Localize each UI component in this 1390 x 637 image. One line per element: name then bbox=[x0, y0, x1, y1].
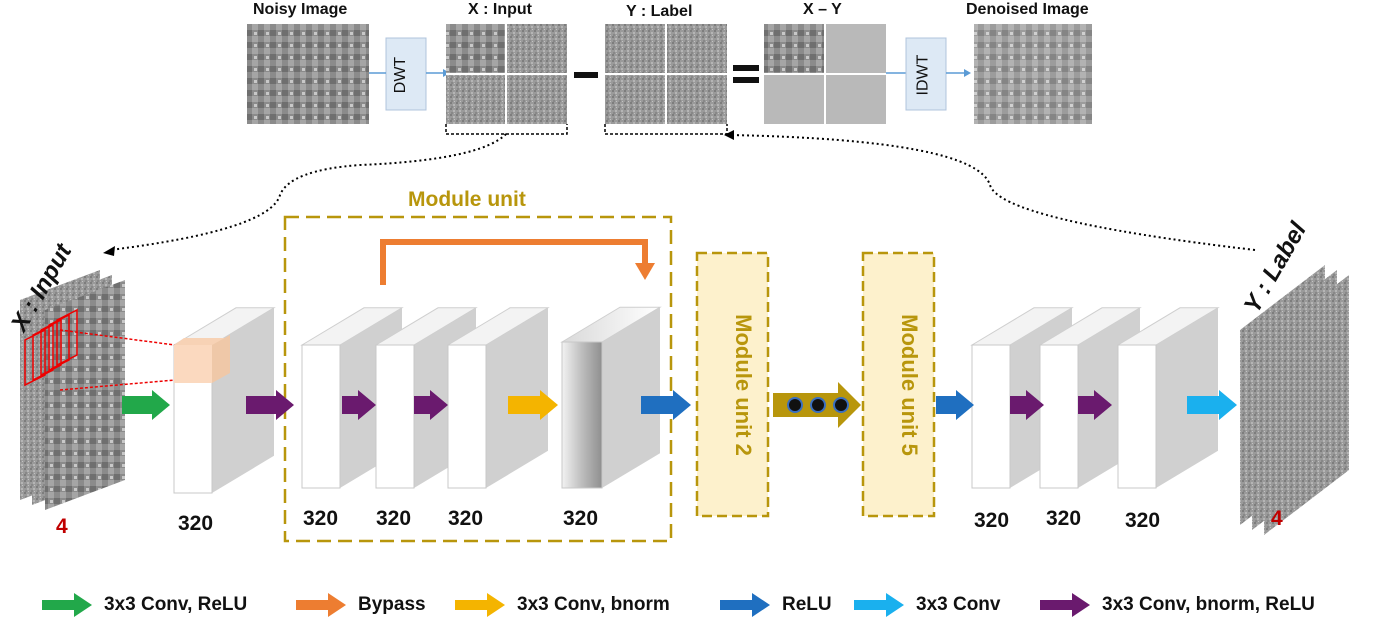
y-label-wavelet bbox=[605, 24, 727, 124]
flow-arrow bbox=[414, 390, 448, 420]
legend-label: ReLU bbox=[782, 594, 832, 615]
legend-arrow-icon bbox=[455, 593, 505, 617]
block-label: 320 bbox=[974, 509, 1010, 532]
legend-arrow-icon bbox=[42, 593, 92, 617]
module-unit-5-label: Module unit 5 bbox=[896, 314, 922, 456]
module-unit-5-box bbox=[861, 251, 936, 518]
legend-label: 3x3 Conv, bnorm bbox=[517, 594, 670, 615]
x-input-label: X : Input bbox=[468, 1, 532, 18]
feature-map-block bbox=[560, 306, 662, 489]
legend-arrow-icon bbox=[1040, 593, 1090, 617]
dwt-label: DWT bbox=[392, 56, 410, 94]
noisy-image-label: Noisy Image bbox=[253, 1, 348, 18]
legend-bypass: Bypass bbox=[296, 590, 426, 620]
block-label: 320 bbox=[178, 512, 214, 535]
receptive-field-patch bbox=[174, 335, 230, 383]
y-label-label: Y : Label bbox=[626, 3, 693, 20]
legend-conv: 3x3 Conv bbox=[854, 590, 1000, 620]
difference-label: X – Y bbox=[803, 1, 842, 18]
legend-arrow-icon bbox=[296, 593, 346, 617]
equals-sign bbox=[733, 65, 759, 83]
input-channel-count: 4 bbox=[56, 515, 68, 538]
legend-conv-bnorm: 3x3 Conv, bnorm bbox=[455, 590, 670, 620]
difference-wavelet bbox=[764, 24, 886, 124]
legend-label: 3x3 Conv bbox=[916, 594, 1001, 615]
block-label: 320 bbox=[303, 507, 339, 530]
minus-sign bbox=[574, 72, 598, 78]
dwt-box bbox=[385, 37, 427, 111]
flow-arrow bbox=[1078, 390, 1112, 420]
block-label: 320 bbox=[563, 507, 599, 530]
flow-arrow bbox=[1010, 390, 1044, 420]
module-unit-2-box bbox=[695, 251, 770, 518]
denoised-image bbox=[974, 24, 1092, 124]
block-label: 320 bbox=[1125, 509, 1161, 532]
flow-arrow bbox=[246, 390, 294, 420]
flow-arrow bbox=[936, 390, 974, 420]
module-unit-2-label: Module unit 2 bbox=[730, 314, 756, 456]
flow-arrow bbox=[122, 390, 170, 420]
feature-map-block bbox=[446, 307, 550, 489]
idwt-box bbox=[905, 37, 947, 111]
input-link-curve bbox=[109, 133, 507, 251]
flow-arrow bbox=[508, 390, 558, 420]
module-unit-box bbox=[283, 215, 673, 543]
legend-arrow-icon bbox=[854, 593, 904, 617]
legend-arrow-icon bbox=[720, 593, 770, 617]
ellipsis-arrow bbox=[773, 382, 861, 428]
label-stack bbox=[1240, 265, 1349, 535]
bypass-connection bbox=[380, 239, 648, 285]
block-label: 320 bbox=[448, 507, 484, 530]
module-unit-title: Module unit bbox=[408, 188, 526, 211]
legend-relu: ReLU bbox=[720, 590, 832, 620]
flow-arrow bbox=[641, 390, 691, 420]
denoised-image-label: Denoised Image bbox=[966, 1, 1089, 18]
block-label: 320 bbox=[1046, 507, 1082, 530]
legend-label: 3x3 Conv, ReLU bbox=[104, 594, 248, 615]
input-stack bbox=[20, 270, 176, 510]
legend-conv-relu: 3x3 Conv, ReLU bbox=[42, 590, 247, 620]
legend-label: Bypass bbox=[358, 594, 426, 615]
legend-conv-bnorm-relu: 3x3 Conv, bnorm, ReLU bbox=[1040, 590, 1315, 620]
flow-arrow bbox=[342, 390, 376, 420]
noisy-image bbox=[247, 24, 369, 124]
idwt-label: IDWT bbox=[914, 54, 932, 96]
label-link-curve bbox=[729, 134, 1256, 251]
output-channel-count: 4 bbox=[1271, 507, 1283, 530]
legend-label: 3x3 Conv, bnorm, ReLU bbox=[1102, 594, 1315, 615]
block-label: 320 bbox=[376, 507, 412, 530]
flow-arrow bbox=[1187, 390, 1237, 420]
x-input-wavelet bbox=[446, 24, 567, 124]
